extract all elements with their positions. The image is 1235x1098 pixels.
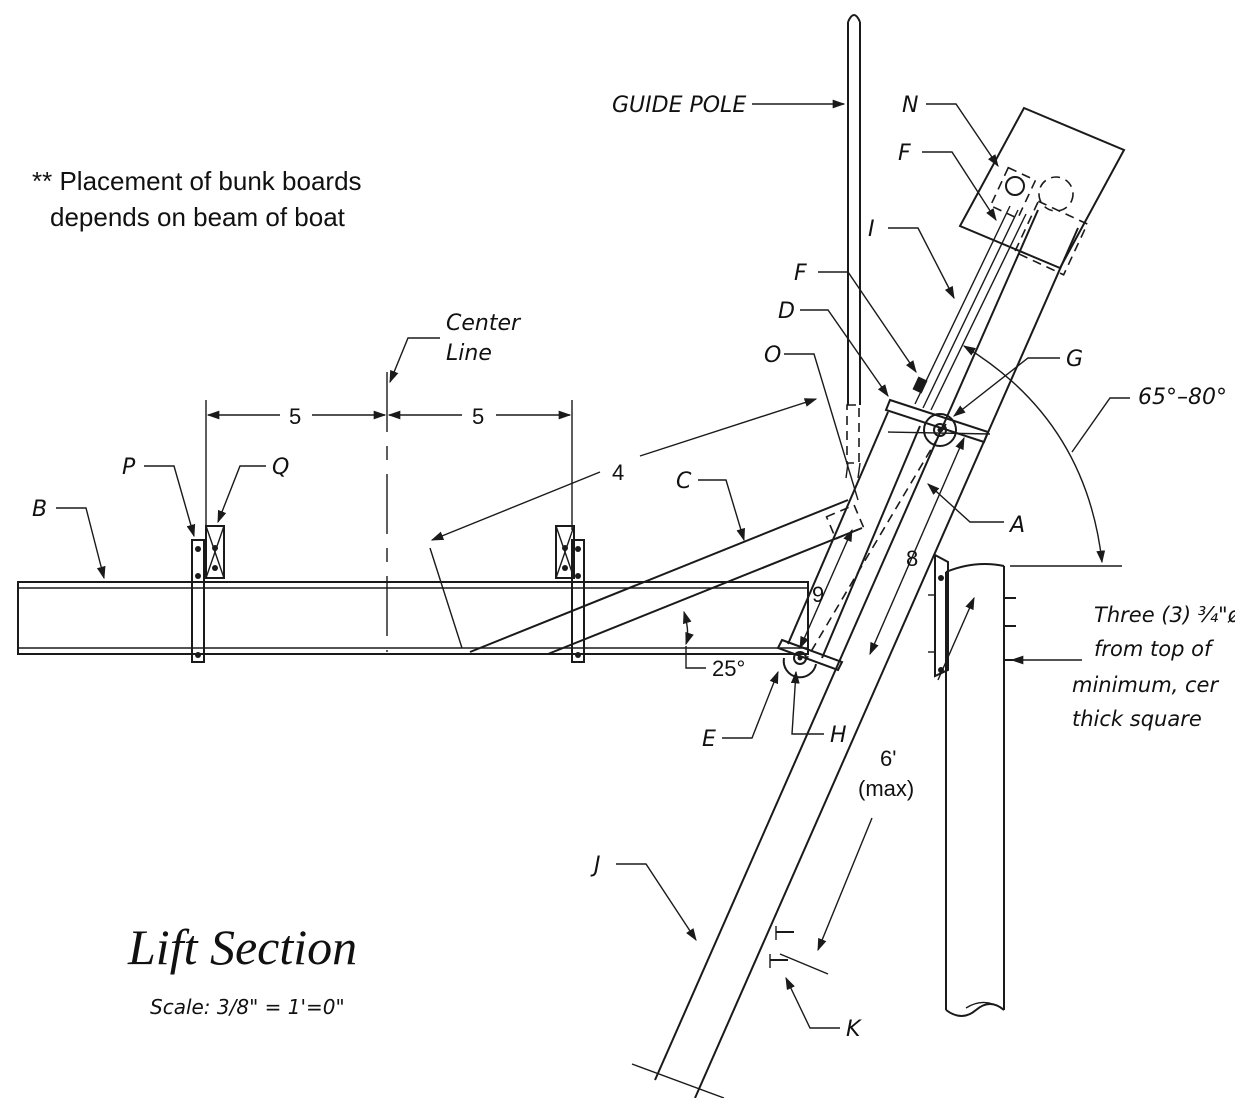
dimension-right-5: 5: [472, 404, 484, 429]
drawing-title: Lift Section: [127, 919, 357, 975]
dimension-6-extension: [779, 953, 829, 975]
angle-25-label: 25°: [712, 656, 745, 681]
bottom-plate-e: [776, 638, 844, 679]
side-note-line4: thick square: [1072, 707, 1202, 731]
callout-d: D: [778, 299, 795, 324]
callout-o: O: [764, 343, 781, 368]
side-note-line2: from top of: [1094, 637, 1215, 661]
callout-e: E: [702, 727, 716, 752]
callout-p: P: [122, 455, 136, 480]
callout-a: A: [1008, 513, 1025, 538]
callout-k-leader: [785, 976, 840, 1029]
angle-65-80-label: 65°–80°: [1138, 385, 1227, 410]
callout-h: H: [830, 723, 847, 748]
callout-q-leader: [217, 465, 266, 524]
dimension-6-label: 6': [880, 746, 896, 771]
guide-pole: [845, 14, 861, 479]
callout-f-upper-leader: [922, 151, 997, 222]
dimension-8-label: 8: [906, 546, 918, 571]
center-line-label-1: Center: [446, 311, 522, 336]
bunk-note-line2: depends on beam of boat: [50, 202, 346, 232]
callout-g: G: [1066, 347, 1083, 372]
dimension-8-line: [869, 436, 965, 656]
beam-b: [17, 581, 809, 655]
mounting-bracket: [928, 553, 1016, 678]
dimension-6-upper: [937, 596, 975, 681]
side-note-line3: minimum, cer: [1072, 673, 1219, 697]
dimension-5-5: [205, 400, 573, 530]
side-note-line1: Three (3) ¾"ø: [1094, 603, 1235, 627]
callout-f-upper: F: [898, 141, 911, 166]
angle-65-80-leader: [1071, 397, 1130, 453]
bunk-bracket-left: [191, 525, 225, 663]
callout-c: C: [676, 469, 692, 494]
callout-b: B: [32, 497, 47, 522]
dimension-9-label: 9: [812, 582, 824, 607]
callout-i-leader: [888, 227, 955, 300]
callout-p-leader: [144, 465, 196, 538]
angle-25-arc: [683, 610, 694, 646]
callout-e-leader: [722, 670, 779, 739]
dimension-4-label: 4: [612, 460, 624, 485]
dimension-4: [429, 398, 818, 649]
callout-c-leader: [698, 479, 745, 542]
winch-box-n: [958, 106, 1126, 276]
stop-k: [769, 926, 794, 968]
callout-n-leader: [926, 103, 999, 168]
dimension-left-5: 5: [289, 404, 301, 429]
callout-d-leader: [800, 309, 889, 398]
dimension-9-line: [799, 528, 853, 650]
callout-f-lower: F: [794, 261, 807, 286]
callout-k: K: [846, 1017, 862, 1042]
callout-j: J: [590, 853, 601, 878]
piling: [945, 563, 1122, 1017]
center-line-leader: [389, 337, 440, 384]
callout-a-leader: [927, 483, 1004, 523]
callout-j-leader: [616, 863, 697, 942]
dimension-6-lower: [817, 817, 873, 952]
guide-pole-label: GUIDE POLE: [612, 93, 746, 118]
callout-o-leader: [784, 353, 859, 501]
callout-g-leader: [953, 357, 1060, 417]
dimension-6-max-label: (max): [858, 776, 914, 801]
callout-h-leader: [790, 670, 824, 735]
strut-c: [469, 499, 863, 655]
drawing-scale: Scale: 3/8" = 1'=0": [150, 995, 345, 1019]
callout-q: Q: [272, 455, 289, 480]
callout-f-lower-leader: [818, 271, 917, 374]
callout-b-leader: [56, 507, 106, 580]
callout-i: I: [868, 217, 875, 242]
bunk-note-line1: ** Placement of bunk boards: [32, 166, 362, 196]
callout-n: N: [902, 93, 918, 118]
angle-65-80-arc: [962, 345, 1106, 564]
bunk-bracket-right: [555, 525, 585, 663]
center-line-label-2: Line: [446, 341, 492, 366]
angle-25-leader: [685, 646, 706, 669]
